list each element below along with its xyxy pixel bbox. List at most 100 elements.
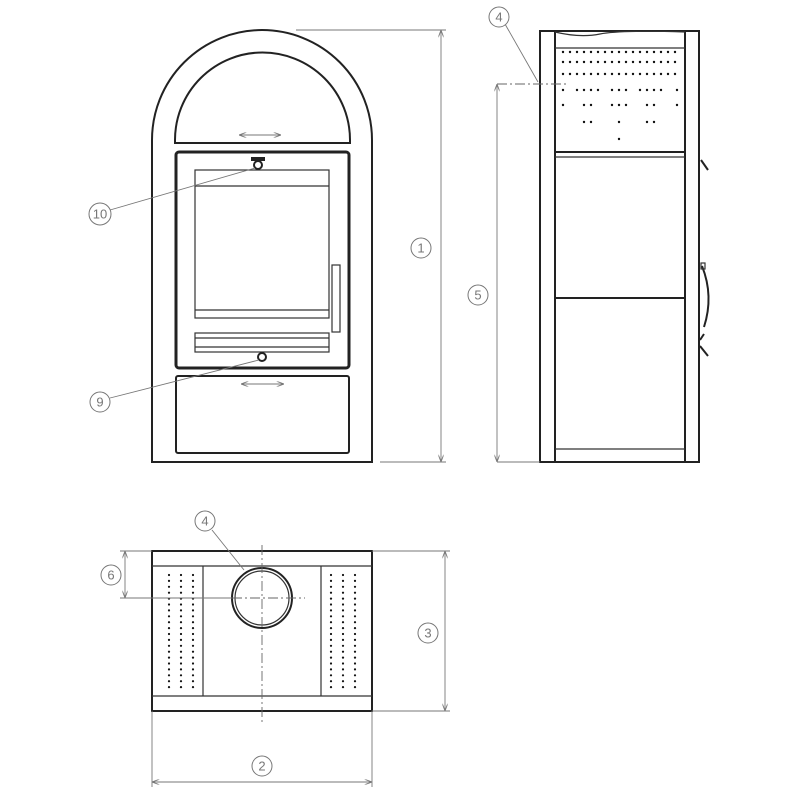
perforation-dot bbox=[353, 573, 357, 577]
perforation-dot bbox=[603, 60, 607, 64]
perforation-dot bbox=[329, 656, 333, 659]
perforation-dot bbox=[191, 621, 195, 624]
perforation-dot bbox=[341, 662, 345, 665]
perforation-dot bbox=[561, 103, 565, 107]
perforation-dot bbox=[659, 50, 663, 54]
perforation-dot bbox=[673, 72, 677, 76]
perforation-dot bbox=[353, 632, 357, 636]
perforation-dot bbox=[329, 597, 333, 600]
svg-text:4: 4 bbox=[495, 10, 502, 25]
perforation-dot bbox=[167, 644, 171, 647]
perforation-dot bbox=[179, 585, 183, 588]
perforation-dot bbox=[638, 88, 642, 92]
perforation-dot bbox=[582, 72, 586, 76]
perforation-dot bbox=[179, 615, 183, 618]
perforation-dot bbox=[191, 656, 195, 659]
label-6: 6 bbox=[100, 564, 122, 586]
svg-text:10: 10 bbox=[93, 207, 107, 222]
perforation-dot bbox=[624, 103, 628, 107]
perforation-dot bbox=[179, 674, 183, 677]
perforation-dot bbox=[341, 668, 345, 671]
perforation-dot bbox=[191, 591, 195, 594]
perforation-dot bbox=[624, 72, 628, 76]
perforation-dot bbox=[167, 662, 171, 665]
perforation-dot bbox=[329, 627, 333, 630]
perforation-dot bbox=[179, 609, 183, 612]
perforation-dot bbox=[167, 650, 171, 653]
svg-text:9: 9 bbox=[96, 395, 103, 410]
perforation-dot bbox=[610, 60, 614, 64]
perforation-dot bbox=[353, 609, 357, 612]
ash-drawer bbox=[175, 375, 350, 454]
perforation-dot bbox=[353, 627, 357, 630]
perforation-dot bbox=[329, 621, 333, 624]
perforation-dot bbox=[329, 662, 333, 665]
svg-text:2: 2 bbox=[258, 759, 265, 774]
ash-control-knob bbox=[257, 352, 267, 362]
perforation-dot bbox=[589, 50, 593, 54]
perforation-dot bbox=[638, 50, 642, 54]
perforation-dot bbox=[596, 50, 600, 54]
perforation-dot bbox=[329, 644, 333, 647]
perforation-dot bbox=[645, 103, 649, 107]
top-perforations bbox=[167, 573, 357, 689]
perforation-dot bbox=[353, 597, 357, 600]
svg-text:4: 4 bbox=[201, 514, 208, 529]
perforation-dot bbox=[575, 88, 579, 92]
perforation-dot bbox=[329, 603, 333, 606]
perforation-dot bbox=[353, 585, 357, 588]
perforation-dot bbox=[179, 579, 183, 583]
perforation-dot bbox=[589, 103, 593, 107]
perforation-dot bbox=[589, 120, 593, 124]
perforation-dot bbox=[353, 662, 357, 665]
perforation-dot bbox=[582, 88, 586, 92]
perforation-dot bbox=[652, 120, 656, 124]
perforation-dot bbox=[353, 656, 357, 659]
perforation-dot bbox=[582, 60, 586, 64]
perforation-dot bbox=[617, 72, 621, 76]
perforation-dot bbox=[341, 644, 345, 647]
perforation-dot bbox=[353, 644, 357, 647]
perforation-dot bbox=[673, 60, 677, 64]
perforation-dot bbox=[617, 50, 621, 54]
perforation-dot bbox=[167, 621, 171, 624]
perforation-dot bbox=[329, 680, 333, 683]
perforation-dot bbox=[617, 88, 621, 92]
perforation-dot bbox=[673, 50, 677, 54]
perforation-dot bbox=[167, 585, 171, 588]
perforation-dot bbox=[353, 674, 357, 677]
perforation-dot bbox=[191, 615, 195, 618]
perforation-dot bbox=[191, 632, 195, 636]
perforation-dot bbox=[179, 638, 183, 642]
perforation-dot bbox=[191, 680, 195, 683]
perforation-dot bbox=[341, 674, 345, 677]
svg-text:5: 5 bbox=[474, 288, 481, 303]
side-view: 5 4 bbox=[467, 6, 710, 463]
perforation-dot bbox=[191, 644, 195, 647]
perforation-dot bbox=[191, 609, 195, 612]
perforation-dot bbox=[167, 579, 171, 583]
perforation-dot bbox=[179, 621, 183, 624]
perforation-dot bbox=[341, 680, 345, 683]
perforation-dot bbox=[568, 72, 572, 76]
top-arch-panel bbox=[174, 51, 351, 144]
perforation-dot bbox=[167, 609, 171, 612]
label-2: 2 bbox=[251, 755, 273, 777]
perforation-dot bbox=[617, 60, 621, 64]
perforation-dot bbox=[610, 72, 614, 76]
perforation-dot bbox=[666, 60, 670, 64]
perforation-dot bbox=[341, 573, 345, 577]
perforation-dot bbox=[179, 686, 183, 689]
perforation-dot bbox=[645, 72, 649, 76]
perforation-dot bbox=[652, 50, 656, 54]
perforation-dot bbox=[624, 60, 628, 64]
perforation-dot bbox=[341, 621, 345, 624]
perforation-dot bbox=[329, 632, 333, 636]
perforation-dot bbox=[167, 686, 171, 689]
perforation-dot bbox=[617, 137, 621, 141]
perforation-dot bbox=[341, 597, 345, 600]
perforation-dot bbox=[603, 72, 607, 76]
perforation-dot bbox=[353, 579, 357, 583]
perforation-dot bbox=[596, 88, 600, 92]
